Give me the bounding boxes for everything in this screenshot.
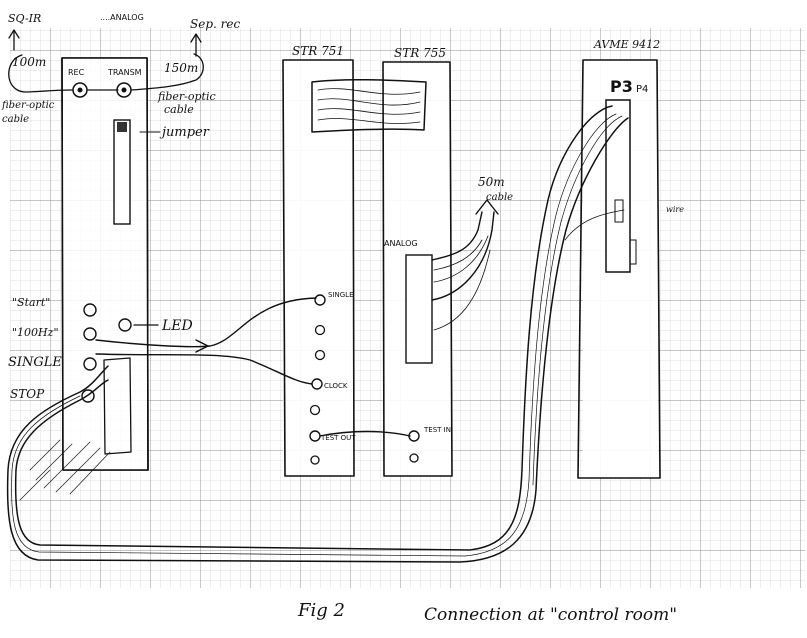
p3-label: P3 — [610, 77, 633, 96]
analog-connector — [405, 254, 433, 364]
led-indicator — [118, 318, 132, 332]
trans-label: TRANSM — [107, 68, 142, 77]
fiber-right-label-2: cable — [164, 103, 194, 116]
wire-label: wire — [666, 205, 684, 214]
fiber-right-label: fiber-optic — [157, 90, 216, 103]
fiber-left-label: fiber-optic — [1, 100, 55, 111]
stop-label: STOP — [10, 387, 45, 401]
str755-test-in-label: TEST IN — [423, 426, 451, 434]
str755-analog-label: ANALOG — [384, 239, 418, 248]
single-button — [83, 357, 97, 371]
str751-single-label: SINGLE — [328, 291, 354, 299]
rec-label: REC — [68, 68, 85, 77]
start-label: "Start" — [12, 296, 50, 309]
fiber-left-label-2: cable — [2, 114, 29, 125]
stop-button — [81, 389, 95, 403]
str751-title: STR 751 — [292, 44, 344, 58]
100hz-button — [83, 327, 97, 341]
avme-title: AVME 9412 — [593, 38, 660, 51]
p4-label: P4 — [636, 84, 648, 95]
led-label: LED — [161, 318, 193, 334]
str751-clock-label: CLOCK — [324, 382, 348, 390]
top-left-label: SQ-IR — [8, 12, 41, 25]
jumper-label: jumper — [159, 125, 210, 140]
p3-connector — [605, 99, 631, 273]
top-mid-label: ....ANALOG — [100, 13, 144, 22]
str751-test-out-label: TEST OUT — [320, 434, 356, 442]
cable-150m-label: 150m — [164, 61, 198, 75]
str751-panel — [282, 59, 355, 477]
cable-100m-label: 100m — [12, 55, 46, 69]
start-button — [83, 303, 97, 317]
avme9412-panel — [577, 59, 661, 479]
sep-rec-label: Sep. rec — [190, 17, 240, 31]
100hz-label: "100Hz" — [12, 326, 59, 339]
left-control-panel — [61, 57, 149, 471]
fiber-optic-loops — [8, 29, 204, 133]
str751-single-jack — [314, 294, 326, 306]
jumper-strip — [113, 119, 131, 225]
single-label: SINGLE — [8, 355, 62, 370]
wires — [6, 105, 629, 563]
rec-connector — [72, 82, 88, 98]
str755-title: STR 755 — [394, 46, 446, 60]
figure-caption: Connection at "control room" — [424, 605, 677, 625]
figure-number: Fig 2 — [297, 600, 345, 621]
cable-50m-label: 50m — [478, 175, 505, 189]
cable-50m-word: cable — [486, 192, 513, 203]
str755-panel — [382, 61, 453, 477]
ribbon-cable-top — [311, 78, 427, 133]
labels: SQ-IR ....ANALOG Sep. rec 100m 150m REC … — [1, 12, 684, 625]
